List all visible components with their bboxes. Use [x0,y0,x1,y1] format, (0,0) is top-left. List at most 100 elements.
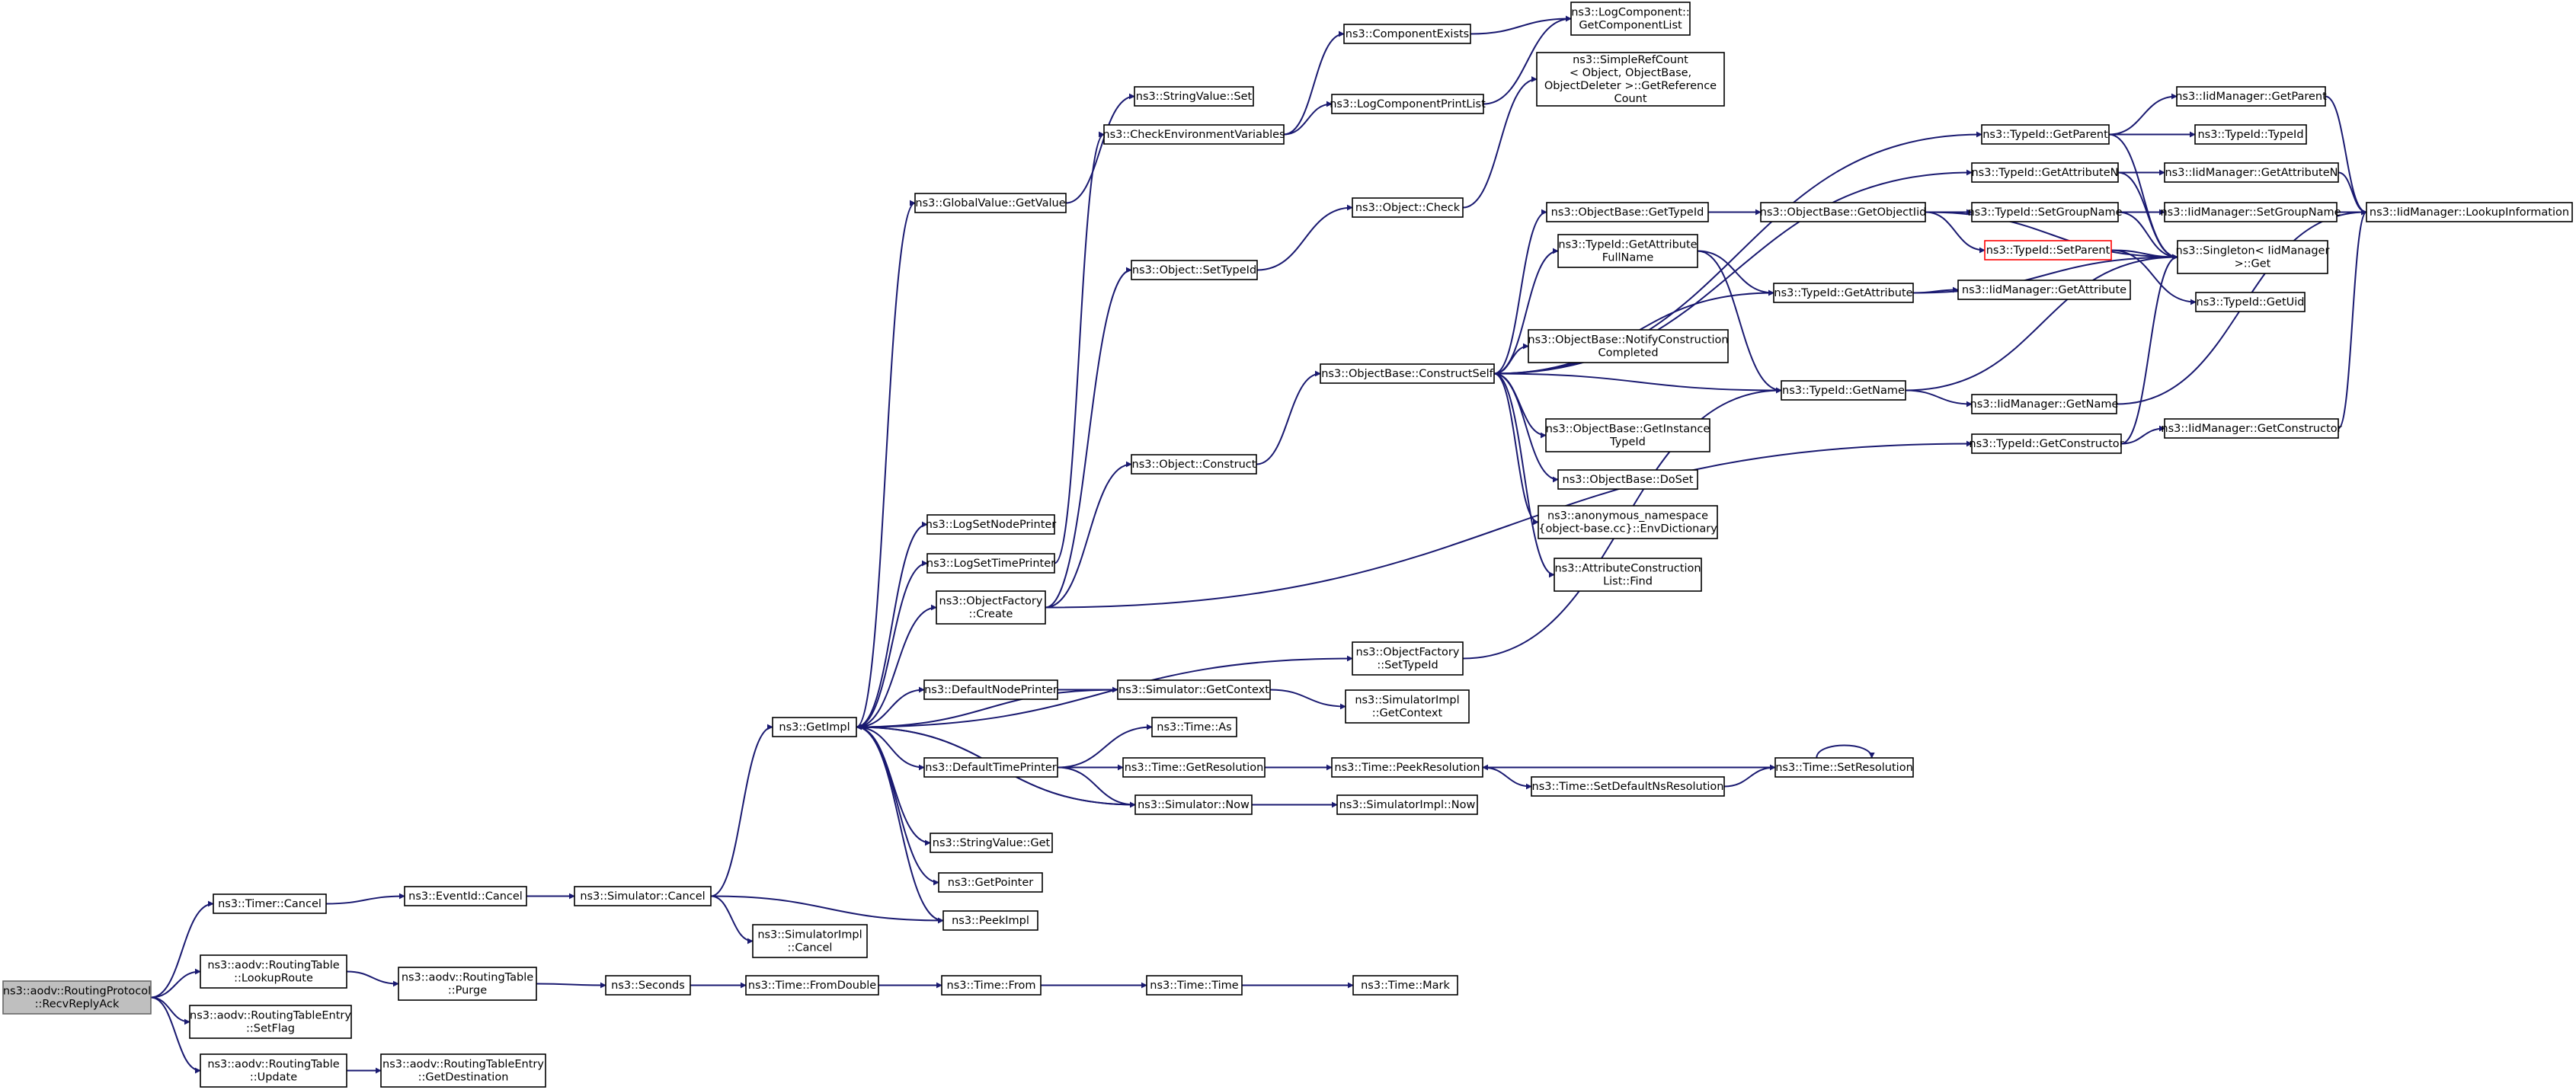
node-time-fromdouble[interactable]: ns3::Time::FromDouble [745,975,879,996]
call-edge [1905,254,2178,392]
node-box [1352,975,1458,996]
node-rte-setflag[interactable]: ns3::aodv::RoutingTableEntry::SetFlag [189,1005,352,1039]
node-label: ns3::GetImpl [779,721,850,734]
node-sim-now[interactable]: ns3::Simulator::Now [1134,794,1253,815]
node-rt-purge[interactable]: ns3::aodv::RoutingTable::Purge [398,967,537,1001]
node-getimpl[interactable]: ns3::GetImpl [772,717,857,737]
node-box [1528,329,1729,363]
node-typeid-getattribute[interactable]: ns3::TypeId::GetAttribute [1773,283,1914,303]
node-objectbase-gettypeid[interactable]: ns3::ObjectBase::GetTypeId [1546,202,1709,222]
node-objectbase-getobjectiid[interactable]: ns3::ObjectBase::GetObjectIid [1760,202,1927,222]
node-logsettimeprinter[interactable]: ns3::LogSetTimePrinter [926,553,1055,574]
node-typeid-getname[interactable]: ns3::TypeId::GetName [1781,380,1906,401]
node-logcomponent-getlist[interactable]: ns3::LogComponent::GetComponentList [1570,2,1691,36]
node-time-setresolution[interactable]: ns3::Time::SetResolution [1774,757,1914,778]
node-objectbase-notifyconstruction[interactable]: ns3::ObjectBase::NotifyConstructionCompl… [1528,329,1729,363]
node-label: ns3::aodv::RoutingTable [207,959,339,971]
node-label: ns3::ObjectBase::NotifyConstruction [1528,334,1728,346]
call-edge [710,724,773,897]
call-edge [856,686,925,728]
node-eventid-cancel[interactable]: ns3::EventId::Cancel [404,886,527,906]
node-iidmanager-getconstructor[interactable]: ns3::IidManager::GetConstructor [2161,418,2342,439]
node-objectfactory-settypeid[interactable]: ns3::ObjectFactory::SetTypeId [1352,641,1464,676]
call-edge [1493,343,1529,375]
node-iidmanager-getattribute[interactable]: ns3::IidManager::GetAttribute [1957,280,2131,300]
node-typeid-getparent[interactable]: ns3::TypeId::GetParent [1981,124,2110,145]
node-singleton-get[interactable]: ns3::Singleton< IidManager>::Get [2176,240,2330,274]
node-typeid-getuid[interactable]: ns3::TypeId::GetUid [2195,292,2306,312]
node-iidmanager-getattributen[interactable]: ns3::IidManager::GetAttributeN [2164,162,2339,183]
node-iidmanager-setgroupname[interactable]: ns3::IidManager::SetGroupName [2160,202,2341,222]
node-logcomponentprintlist[interactable]: ns3::LogComponentPrintList [1330,94,1486,114]
node-label: List::Find [1603,575,1653,587]
node-label: ns3::TypeId::TypeId [2197,129,2303,141]
node-box [1345,689,1470,724]
node-timer-cancel[interactable]: ns3::Timer::Cancel [213,893,327,914]
node-time-peekresolution[interactable]: ns3::Time::PeekResolution [1331,757,1483,778]
call-edge [1493,209,1547,375]
call-edge [1493,372,1555,578]
node-componentexists[interactable]: ns3::ComponentExists [1343,24,1471,44]
node-objectbase-constructself[interactable]: ns3::ObjectBase::ConstructSelf [1320,363,1495,384]
node-time-getresolution[interactable]: ns3::Time::GetResolution [1122,757,1266,778]
call-edge [1065,93,1135,204]
node-objectbase-doset[interactable]: ns3::ObjectBase::DoSet [1557,469,1698,490]
node-box [1103,124,1285,145]
node-label: ns3::aodv::RoutingProtocol [3,985,151,997]
node-label: ns3::Object::SetTypeId [1132,264,1256,276]
node-anon-envdictionary[interactable]: ns3::anonymous_namespace{object-base.cc}… [1538,505,1718,539]
node-box [1760,202,1926,222]
node-iidmanager-lookupinformation[interactable]: ns3::IidManager::LookupInformation [2366,202,2573,222]
call-edge [1057,766,1136,808]
node-simimpl-getcontext[interactable]: ns3::SimulatorImpl::GetContext [1345,689,1470,724]
node-typeid-getconstructor[interactable]: ns3::TypeId::GetConstructor [1969,433,2124,454]
node-iidmanager-getname[interactable]: ns3::IidManager::GetName [1970,394,2119,414]
node-time-mark[interactable]: ns3::Time::Mark [1352,975,1458,996]
node-defaultnodeprinter[interactable]: ns3::DefaultNodePrinter [923,679,1058,700]
node-label: ::SetTypeId [1377,659,1438,671]
node-globalvalue-getvalue[interactable]: ns3::GlobalValue::GetValue [914,193,1067,213]
node-time-time[interactable]: ns3::Time::Time [1146,975,1243,996]
node-box [1774,757,1914,778]
node-simimpl-cancel[interactable]: ns3::SimulatorImpl::Cancel [752,924,868,958]
node-simimpl-now[interactable]: ns3::SimulatorImpl::Now [1336,794,1478,815]
node-root[interactable]: ns3::aodv::RoutingProtocol::RecvReplyAck [2,980,152,1015]
node-stringvalue-get[interactable]: ns3::StringValue::Get [930,833,1053,853]
node-object-construct[interactable]: ns3::Object::Construct [1131,454,1257,475]
call-edge [1493,372,1559,483]
node-seconds[interactable]: ns3::Seconds [605,975,691,996]
node-time-as[interactable]: ns3::Time::As [1151,717,1237,737]
node-logsetnodeprinter[interactable]: ns3::LogSetNodePrinter [926,514,1057,535]
call-edge [856,726,925,771]
node-rte-getdest[interactable]: ns3::aodv::RoutingTableEntry::GetDestina… [380,1053,546,1088]
node-defaulttimeprinter[interactable]: ns3::DefaultTimePrinter [923,757,1058,778]
node-label: ns3::Time::SetDefaultNsResolution [1532,781,1724,793]
node-sim-getcontext[interactable]: ns3::Simulator::GetContext [1117,679,1271,700]
node-time-setdefaultnsresolution[interactable]: ns3::Time::SetDefaultNsResolution [1531,776,1725,797]
node-typeid-setparent[interactable]: ns3::TypeId::SetParent [1984,240,2112,261]
node-object-check[interactable]: ns3::Object::Check [1352,197,1464,218]
node-rt-lookup[interactable]: ns3::aodv::RoutingTable::LookupRoute [200,954,347,989]
node-peekimpl[interactable]: ns3::PeekImpl [942,910,1038,931]
node-typeid-getattributen[interactable]: ns3::TypeId::GetAttributeN [1971,162,2119,183]
node-typeid-typeid[interactable]: ns3::TypeId::TypeId [2194,124,2307,145]
node-label: ::GetContext [1372,707,1443,719]
node-box [1331,757,1483,778]
node-simplerefcount[interactable]: ns3::SimpleRefCount< Object, ObjectBase,… [1536,52,1725,107]
node-getpointer[interactable]: ns3::GetPointer [938,872,1043,893]
node-box [1971,162,2119,183]
node-typeid-setgroupname[interactable]: ns3::TypeId::SetGroupName [1967,202,2123,222]
node-rt-update[interactable]: ns3::aodv::RoutingTable::Update [200,1053,347,1088]
node-sim-cancel[interactable]: ns3::Simulator::Cancel [574,886,712,906]
node-label: ns3::SimpleRefCount [1573,54,1688,66]
node-object-settypeid[interactable]: ns3::Object::SetTypeId [1131,260,1258,280]
node-time-from[interactable]: ns3::Time::From [941,975,1042,996]
call-edge [1816,744,1875,759]
node-stringvalue-set[interactable]: ns3::StringValue::Set [1134,86,1254,107]
node-iidmanager-getparent[interactable]: ns3::IidManager::GetParent [2175,86,2327,107]
node-checkenv[interactable]: ns3::CheckEnvironmentVariables [1102,124,1285,145]
node-objectfactory-create[interactable]: ns3::ObjectFactory::Create [936,590,1046,625]
